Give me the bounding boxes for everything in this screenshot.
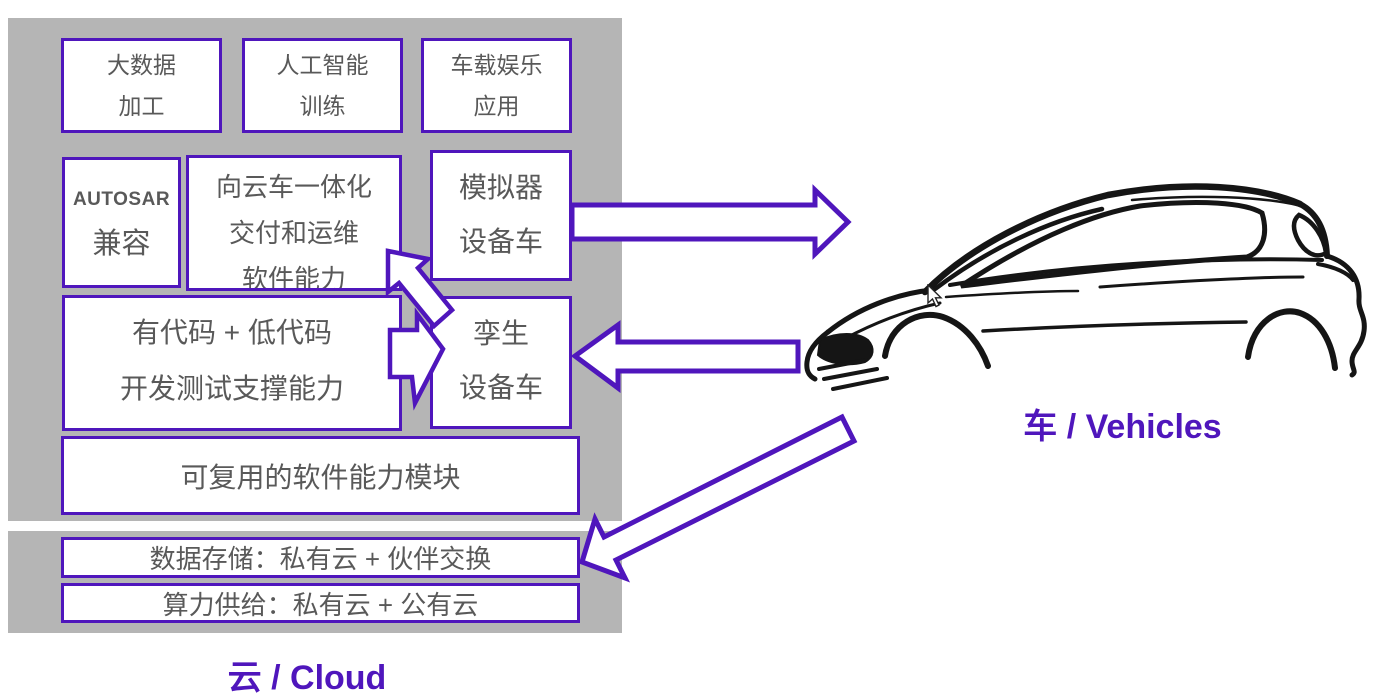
- box-dev-test-support-line1: 有代码 + 低代码: [132, 317, 332, 348]
- box-autosar-line1: AUTOSAR: [72, 189, 171, 210]
- car-rear-wheel-arch: [1245, 308, 1338, 371]
- mouse-pointer-glyph: [927, 284, 943, 308]
- car-quarter-window: [1291, 212, 1329, 258]
- car-roof-inner-line: [1130, 195, 1299, 207]
- box-data-storage: 数据存储：私有云 + 伙伴交换: [61, 537, 580, 578]
- car-tail-light: [1316, 262, 1355, 282]
- box-cloud-vehicle-delivery: 向云车一体化 交付和运维 软件能力: [186, 155, 402, 291]
- box-ivi-apps-line1: 车载娱乐: [450, 52, 543, 78]
- box-reusable-modules: 可复用的软件能力模块: [61, 436, 580, 515]
- car-headlight: [816, 333, 874, 366]
- car-a-pillar-inner: [932, 206, 1105, 292]
- box-ivi-apps-line2: 应用: [473, 93, 520, 119]
- arrow-dev-to-twin: [387, 307, 446, 411]
- arrow-vehicle-to-storage: [578, 413, 858, 583]
- box-big-data-line2: 加工: [118, 93, 165, 119]
- box-twin-line1: 孪生: [472, 318, 529, 349]
- box-compute-supply: 算力供给：私有云 + 公有云: [61, 583, 580, 623]
- car-beltline: [948, 257, 1324, 287]
- box-cloud-vehicle-delivery-line2: 交付和运维: [228, 218, 359, 248]
- arrow-vehicle-to-twin: [570, 320, 801, 393]
- car-front-wheel-arch: [882, 311, 991, 369]
- box-cloud-vehicle-delivery-line1: 向云车一体化: [215, 172, 372, 202]
- box-simulator-line1: 模拟器: [458, 172, 543, 203]
- box-cloud-vehicle-delivery-line3: 软件能力: [241, 264, 346, 291]
- car-side-window: [959, 199, 1268, 289]
- box-ai-training: 人工智能 训练: [242, 38, 403, 133]
- cloud-label: 云 / Cloud: [227, 659, 387, 693]
- box-autosar-line2: 兼容: [92, 228, 151, 260]
- car-front-face: [804, 329, 831, 382]
- box-simulator-line2: 设备车: [458, 226, 543, 257]
- car-mid-body-line: [1098, 275, 1305, 289]
- car-door-crease: [944, 289, 1080, 299]
- car-sketch: [804, 183, 1367, 391]
- box-data-storage-label: 数据存储：私有云 + 伙伴交换: [149, 544, 492, 574]
- car-rear-fender: [1324, 253, 1367, 378]
- box-autosar: AUTOSAR 兼容: [62, 157, 181, 288]
- box-ivi-apps: 车载娱乐 应用: [421, 38, 572, 133]
- box-dev-test-support: 有代码 + 低代码 开发测试支撑能力: [62, 295, 402, 431]
- arrow-simulator-to-vehicle: [569, 184, 852, 260]
- car-cowl-line: [842, 301, 942, 341]
- box-twin-line2: 设备车: [458, 372, 543, 403]
- car-outline: [804, 183, 1367, 391]
- car-lower-body-line: [981, 320, 1248, 333]
- box-simulator-device-vehicle: 模拟器 设备车: [430, 150, 572, 281]
- box-compute-supply-label: 算力供给：私有云 + 公有云: [162, 589, 479, 620]
- mouse-cursor-icon: [927, 284, 943, 308]
- car-roofline: [921, 183, 1304, 296]
- box-big-data-line1: 大数据: [107, 52, 176, 78]
- box-reusable-modules-label: 可复用的软件能力模块: [180, 461, 461, 493]
- car-grille-slashes: [817, 358, 889, 391]
- arrow-dev-to-delivery: [385, 248, 456, 330]
- box-dev-test-support-line2: 开发测试支撑能力: [119, 373, 344, 404]
- car-hood-line: [825, 287, 934, 335]
- box-big-data: 大数据 加工: [61, 38, 222, 133]
- vehicles-label: 车 / Vehicles: [1023, 408, 1222, 446]
- box-ai-training-line1: 人工智能: [276, 52, 369, 78]
- box-ai-training-line2: 训练: [299, 93, 346, 119]
